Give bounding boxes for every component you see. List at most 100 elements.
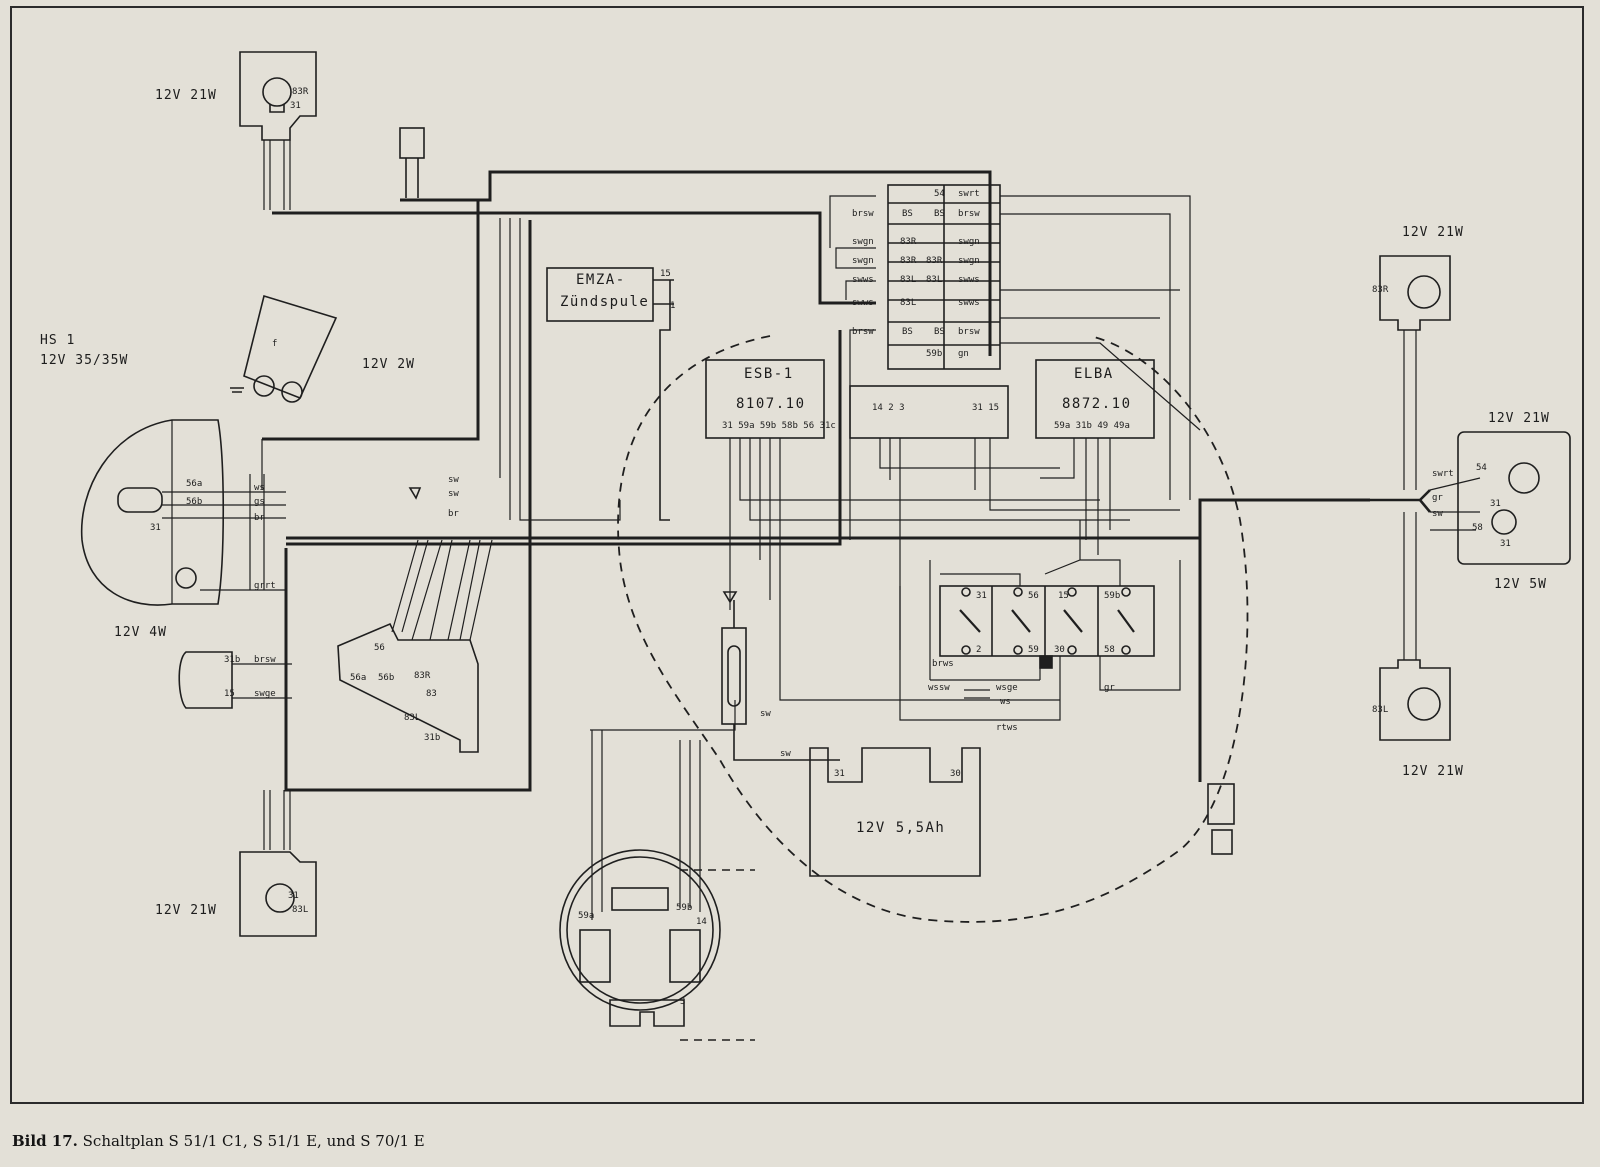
wire-color: sw xyxy=(760,709,771,719)
terminal-label: 30 xyxy=(1054,645,1065,655)
fuse-label: swrt xyxy=(958,189,980,199)
wire-color: ws xyxy=(1000,697,1011,707)
elba-module xyxy=(1035,359,1155,439)
fuse-label: swgn xyxy=(852,237,874,247)
fuse-label: 83L xyxy=(900,275,916,285)
fuse-label: 83R xyxy=(900,237,917,247)
wire-color: sw xyxy=(448,489,459,499)
fuse-label: swws xyxy=(852,298,874,308)
lamp-bottom-left-rating: 12V 21W xyxy=(155,903,217,918)
fuse-label: swws xyxy=(958,298,980,308)
terminal-label: 83 xyxy=(426,689,437,699)
esb-number: 8107.10 xyxy=(736,396,806,412)
lamp-right-bottom xyxy=(1379,512,1451,741)
wire-color: wsge xyxy=(996,683,1018,693)
terminal-label: 83R xyxy=(292,87,309,97)
fuse-label: swws xyxy=(852,275,874,285)
horn xyxy=(178,651,292,709)
terminal-label: 59 xyxy=(1028,645,1039,655)
wire-color: grrt xyxy=(254,581,276,591)
fuse-label: 83L xyxy=(926,275,942,285)
terminal-label: 54 xyxy=(1476,463,1487,473)
wire-color: gs xyxy=(254,497,265,507)
terminal-label: 15 xyxy=(1058,591,1069,601)
wire-color: swge xyxy=(254,689,276,699)
terminal-label: 31b xyxy=(424,733,440,743)
terminal-label: 58 xyxy=(1472,523,1483,533)
ignition-switch xyxy=(939,585,1155,657)
battery-terminal-30: 30 xyxy=(950,769,961,779)
battery xyxy=(809,747,981,877)
esb-title: ESB-1 xyxy=(744,366,794,382)
wire-color: ws xyxy=(254,483,265,493)
parking-lamp-rating: 12V 4W xyxy=(114,625,167,640)
fuse-label: BS xyxy=(934,209,945,219)
wire-color: sw xyxy=(780,749,791,759)
fuse-label: BS xyxy=(902,209,913,219)
terminal-label: 83L xyxy=(292,905,308,915)
figure-caption: Bild 17. Schaltplan S 51/1 C1, S 51/1 E,… xyxy=(12,1132,425,1150)
lamp-right-bottom-rating: 12V 21W xyxy=(1402,764,1464,779)
terminal-label: 58 xyxy=(1104,645,1115,655)
terminal-label: 56b xyxy=(378,673,394,683)
terminal-label: 56b xyxy=(186,497,202,507)
lamp-right-top-rating: 12V 21W xyxy=(1402,225,1464,240)
fuse-label: swgn xyxy=(958,256,980,266)
fuse-label: brsw xyxy=(958,327,980,337)
terminal-label: 56a xyxy=(350,673,366,683)
terminal-label: 56a xyxy=(186,479,202,489)
battery-rating: 12V 5,5Ah xyxy=(856,820,945,836)
terminal-label: 3 xyxy=(680,997,685,1007)
terminal-label: 31 xyxy=(290,101,301,111)
ignition-coil xyxy=(546,267,654,322)
connector-bottom-right xyxy=(1207,783,1235,855)
fuse-block xyxy=(887,184,1001,370)
fuse-label: swgn xyxy=(852,256,874,266)
terminal-label: 59b xyxy=(1104,591,1120,601)
fuse-holder xyxy=(721,600,840,761)
fuse-label: 83R xyxy=(926,256,943,266)
terminal-label: 31 xyxy=(288,891,299,901)
fuse-label: 83L xyxy=(900,298,916,308)
fuse-label: swws xyxy=(958,275,980,285)
terminal-label: 31 xyxy=(150,523,161,533)
battery-terminal-31: 31 xyxy=(834,769,845,779)
wire-color: br xyxy=(448,509,459,519)
lamp-bottom-left xyxy=(239,790,317,937)
terminal-label: 56 xyxy=(374,643,385,653)
speedometer xyxy=(243,294,338,403)
fuse-label: 54 xyxy=(934,189,945,199)
terminal-label: 83R xyxy=(1372,285,1389,295)
wire-color: sw xyxy=(1432,509,1443,519)
terminal-label: 15 xyxy=(660,269,671,279)
terminal-label: 31b xyxy=(224,655,240,665)
wire-color: br xyxy=(254,513,265,523)
headlight-name: HS 1 xyxy=(40,333,75,348)
wire-color: brws xyxy=(932,659,954,669)
diagram-border xyxy=(10,6,1584,1104)
terminal-label: 15 xyxy=(224,689,235,699)
terminal-label: 31 xyxy=(1500,539,1511,549)
wire-color: gr xyxy=(1104,683,1115,693)
fuse-label: brsw xyxy=(958,209,980,219)
terminal-label: 31 xyxy=(976,591,987,601)
alternator xyxy=(559,700,755,1041)
connector-top xyxy=(399,127,425,198)
fuse-label: brsw xyxy=(852,209,874,219)
dash-lamp-rating: 12V 2W xyxy=(362,357,415,372)
wire-color: swrt xyxy=(1432,469,1454,479)
headlight xyxy=(80,419,225,606)
lamp-top-left xyxy=(239,51,317,210)
rear-light xyxy=(1429,431,1571,565)
lamp-top-left-rating: 12V 21W xyxy=(155,88,217,103)
terminal-label: 59b xyxy=(676,903,692,913)
fuse-label: swgn xyxy=(958,237,980,247)
terminal-label: 1 xyxy=(670,301,675,311)
handlebar-switch xyxy=(337,539,493,753)
fuse-label: BS xyxy=(934,327,945,337)
relay-pins-left: 14 2 3 xyxy=(872,403,905,413)
terminal-label: 59a xyxy=(578,911,594,921)
terminal-label: 2 xyxy=(976,645,981,655)
terminal-label: 83R xyxy=(414,671,431,681)
